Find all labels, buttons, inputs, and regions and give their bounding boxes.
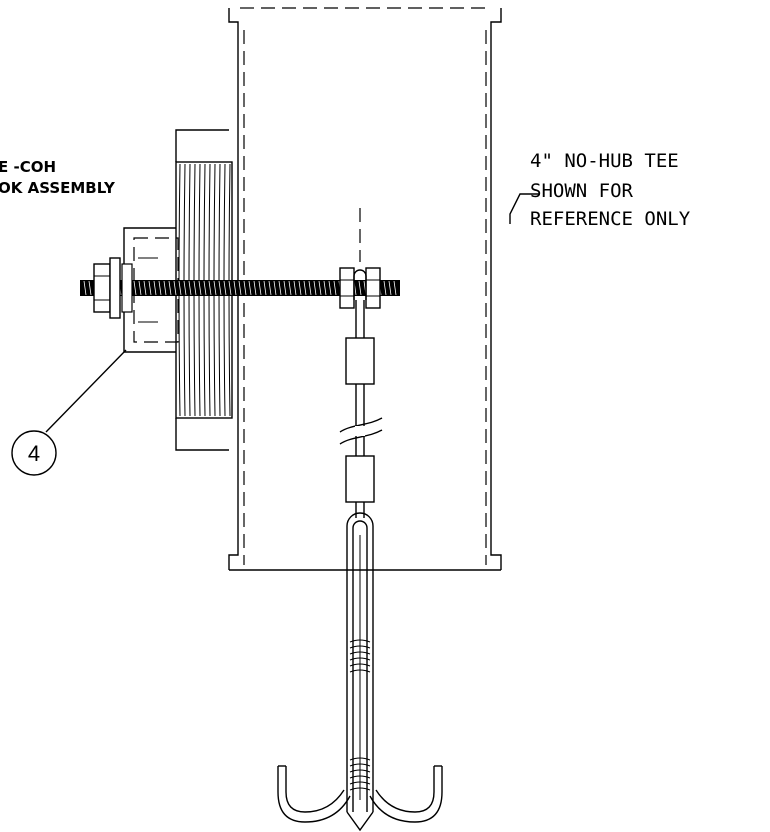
callout-number: 4: [28, 441, 40, 466]
assembly-label-line2: OK ASSEMBLY: [0, 179, 116, 197]
callout-balloon: 4: [11, 430, 57, 476]
hanger-rod: [339, 208, 383, 518]
leader-lines: [45, 193, 540, 433]
no-hub-tee-outline: [175, 7, 502, 571]
hook-assembly: [277, 512, 443, 832]
tee-label-line2: SHOWN FOR: [530, 180, 634, 202]
tee-label-line3: REFERENCE ONLY: [530, 208, 691, 230]
tee-label-line1: 4" NO-HUB TEE: [530, 150, 679, 172]
assembly-label-line1: E -COH: [0, 158, 56, 176]
left-nut: [93, 257, 133, 319]
